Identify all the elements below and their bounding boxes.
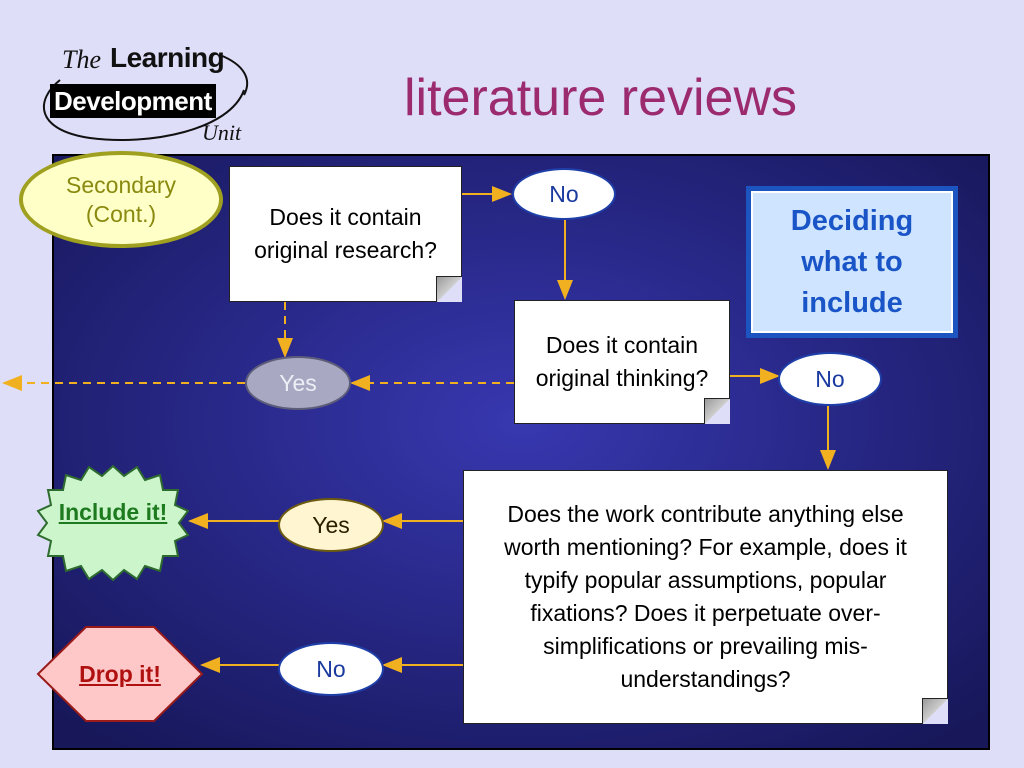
question-original-thinking-text: Does it contain original thinking? <box>535 332 709 391</box>
yes-oval-2: Yes <box>278 498 384 552</box>
yes-label-2: Yes <box>312 511 350 538</box>
learning-development-unit-logo: The Learning Development Unit <box>30 40 250 145</box>
no-oval-3: No <box>278 642 384 696</box>
page-fold-icon <box>436 276 462 302</box>
logo-development: Development <box>50 84 216 118</box>
no-label-3: No <box>316 655 346 682</box>
question-original-research: Does it contain original research? <box>229 166 462 302</box>
include-it-label: Include it! <box>58 499 168 525</box>
include-burst-icon <box>36 464 190 582</box>
logo-learning: Learning <box>110 42 225 73</box>
logo-swoosh-icon <box>43 54 249 141</box>
deciding-label: Deciding what to include <box>790 204 914 319</box>
logo-unit: Unit <box>202 120 242 145</box>
logo-the: The <box>62 45 101 74</box>
yes-label-1: Yes <box>279 369 317 396</box>
question-original-thinking: Does it contain original thinking? <box>514 300 730 424</box>
no-oval-1: No <box>512 168 616 220</box>
yes-oval-1: Yes <box>245 356 351 410</box>
secondary-cont-oval: Secondary (Cont.) <box>19 151 223 248</box>
page-fold-icon <box>922 698 948 724</box>
drop-it-label: Drop it! <box>79 661 161 687</box>
question-contribute-else: Does the work contribute anything else w… <box>463 470 948 724</box>
drop-octagon-icon <box>36 626 204 722</box>
page-fold-icon <box>704 398 730 424</box>
no-label-1: No <box>549 180 579 207</box>
no-label-2: No <box>815 365 845 392</box>
no-oval-2: No <box>778 352 882 406</box>
secondary-label: Secondary (Cont.) <box>66 171 176 227</box>
question-contribute-else-text: Does the work contribute anything else w… <box>504 501 907 692</box>
page-title: literature reviews <box>404 69 798 127</box>
deciding-callout: Deciding what to include <box>746 186 958 338</box>
question-original-research-text: Does it contain original research? <box>254 204 437 263</box>
